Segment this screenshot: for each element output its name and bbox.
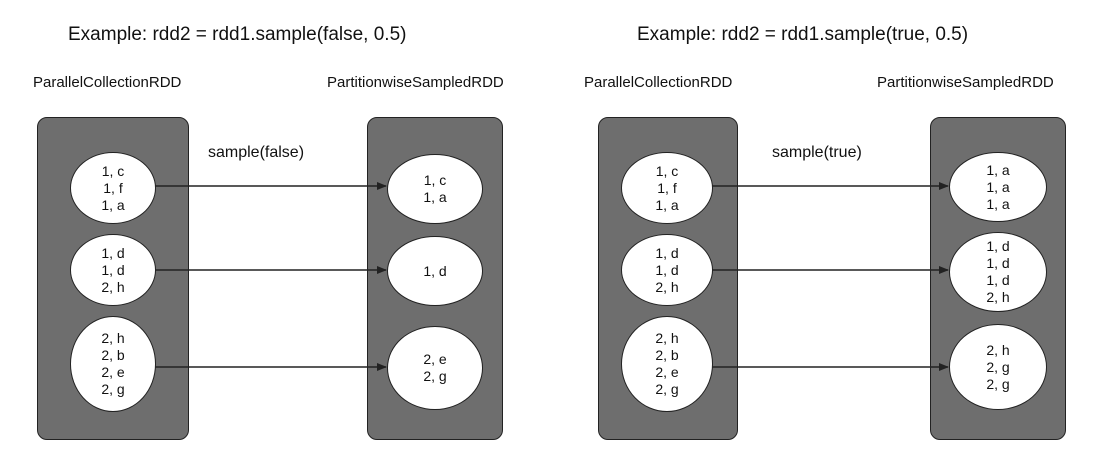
partition-record: 1, c: [101, 162, 125, 179]
partition-record: 2, e: [655, 364, 679, 380]
partition-record: 1, d: [655, 261, 679, 278]
partition-record: 2, g: [986, 358, 1010, 375]
panel-1-source-rdd-label: ParallelCollectionRDD: [33, 74, 182, 91]
panel-1-target-rdd-label: PartitionwiseSampledRDD: [327, 74, 504, 91]
partition-record: 2, h: [655, 278, 679, 295]
partition-record: 1, a: [101, 196, 125, 213]
partition-record: 2, g: [101, 381, 125, 397]
partition-record: 1, f: [657, 179, 677, 196]
partition-record: 2, b: [101, 347, 125, 363]
partition-ellipse: 2, h 2, b 2, e 2, g: [70, 316, 156, 412]
partition-record: 2, h: [986, 341, 1010, 358]
partition-record: 1, d: [986, 238, 1010, 254]
partition-record: 2, h: [101, 278, 125, 295]
panel-2-source-rdd: 1, c 1, f 1, a 1, d 1, d 2, h 2, h 2, b …: [598, 117, 738, 440]
partition-record: 1, a: [655, 196, 679, 213]
partition-record: 1, a: [423, 189, 447, 205]
partition-ellipse: 1, d 1, d 2, h: [70, 234, 156, 306]
partition-record: 1, a: [986, 178, 1010, 195]
panel-1-source-rdd: 1, c 1, f 1, a 1, d 1, d 2, h 2, h 2, b …: [37, 117, 189, 440]
partition-record: 1, d: [423, 262, 447, 279]
panel-2-target-rdd: 1, a 1, a 1, a 1, d 1, d 1, d 2, h 2, h …: [930, 117, 1066, 440]
panel-2-source-rdd-label: ParallelCollectionRDD: [584, 74, 733, 91]
partition-record: 1, a: [986, 161, 1010, 178]
panel-2-target-rdd-label: PartitionwiseSampledRDD: [877, 74, 1054, 91]
panel-1-title: Example: rdd2 = rdd1.sample(false, 0.5): [68, 24, 407, 45]
partition-record: 2, g: [655, 381, 679, 397]
panel-2-operation-label: sample(true): [772, 144, 862, 161]
partition-record: 2, h: [655, 330, 679, 346]
partition-ellipse: 2, h 2, g 2, g: [949, 324, 1047, 410]
partition-ellipse: 1, d 1, d 1, d 2, h: [949, 232, 1047, 312]
partition-record: 2, h: [986, 289, 1010, 305]
partition-record: 1, d: [101, 261, 125, 278]
partition-record: 1, d: [655, 244, 679, 261]
partition-ellipse: 2, h 2, b 2, e 2, g: [621, 316, 713, 412]
partition-record: 1, f: [103, 179, 123, 196]
partition-record: 1, a: [986, 195, 1010, 212]
partition-record: 2, g: [423, 368, 447, 384]
panel-2-title: Example: rdd2 = rdd1.sample(true, 0.5): [637, 24, 969, 45]
partition-record: 1, c: [655, 162, 679, 179]
partition-ellipse: 1, d 1, d 2, h: [621, 234, 713, 306]
partition-record: 1, d: [986, 255, 1010, 271]
partition-record: 2, g: [986, 375, 1010, 392]
partition-record: 2, b: [655, 347, 679, 363]
partition-record: 1, d: [986, 272, 1010, 288]
partition-ellipse: 1, c 1, f 1, a: [70, 152, 156, 224]
panel-1-operation-label: sample(false): [208, 144, 305, 161]
panel-1-target-rdd: 1, c 1, a 1, d 2, e 2, g: [367, 117, 503, 440]
partition-record: 1, c: [423, 172, 447, 188]
partition-record: 2, h: [101, 330, 125, 346]
partition-record: 2, e: [423, 351, 447, 367]
partition-record: 2, e: [101, 364, 125, 380]
partition-ellipse: 1, c 1, a: [387, 154, 483, 224]
partition-ellipse: 1, d: [387, 236, 483, 306]
partition-record: 1, d: [101, 244, 125, 261]
partition-ellipse: 1, a 1, a 1, a: [949, 152, 1047, 222]
partition-ellipse: 2, e 2, g: [387, 326, 483, 410]
partition-ellipse: 1, c 1, f 1, a: [621, 152, 713, 224]
